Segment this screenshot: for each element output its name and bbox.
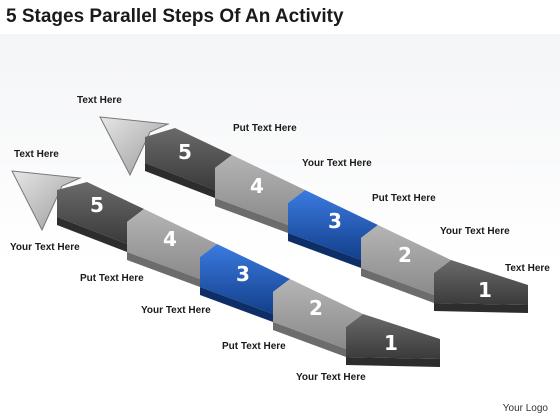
lower-stage-3: 3 <box>200 244 290 322</box>
upper-stage-5-label: Put Text Here <box>233 123 297 134</box>
lower-arrow: 5 4 3 2 1 <box>11 170 440 367</box>
diagram-svg: 5 4 3 2 1 <box>10 95 550 383</box>
lower-stage-4-number: 4 <box>163 227 177 251</box>
upper-stage-4-number: 4 <box>250 174 264 198</box>
lower-stage-1: 1 <box>346 314 440 367</box>
upper-stage-3-number: 3 <box>328 209 342 233</box>
upper-arrow-head <box>99 116 170 177</box>
lower-stage-1-number: 1 <box>384 331 398 355</box>
lower-stage-3-label: Your Text Here <box>141 305 211 316</box>
upper-stage-5: 5 <box>145 128 232 198</box>
lower-stage-5: 5 <box>57 182 144 252</box>
upper-stage-2: 2 <box>361 225 451 303</box>
logo-text: Your Logo <box>502 403 548 414</box>
lower-stage-5-label: Your Text Here <box>10 242 80 253</box>
page-title: 5 Stages Parallel Steps Of An Activity <box>6 6 344 27</box>
upper-stage-5-number: 5 <box>178 140 192 164</box>
lower-stage-4: 4 <box>127 209 217 287</box>
lower-stage-4-label: Put Text Here <box>80 273 144 284</box>
upper-stage-3-label: Put Text Here <box>372 193 436 204</box>
upper-stage-4-label: Your Text Here <box>302 158 372 169</box>
lower-stage-2: 2 <box>273 279 363 357</box>
upper-stage-1: 1 <box>434 260 528 313</box>
lower-stage-5-number: 5 <box>90 193 104 217</box>
upper-stage-2-number: 2 <box>398 243 412 267</box>
diagram-canvas: 5 4 3 2 1 <box>0 34 560 420</box>
lower-stage-1-label: Your Text Here <box>296 372 366 383</box>
upper-stage-1-number: 1 <box>478 278 492 302</box>
upper-stage-3: 3 <box>288 190 378 268</box>
upper-stage-1-label: Text Here <box>505 263 550 274</box>
lower-head-label: Text Here <box>14 149 59 160</box>
lower-stage-2-number: 2 <box>309 296 323 320</box>
upper-stage-4: 4 <box>215 155 305 233</box>
lower-arrow-head <box>11 170 82 232</box>
upper-head-label: Text Here <box>77 95 122 106</box>
lower-stage-2-label: Put Text Here <box>222 341 286 352</box>
upper-arrow: 5 4 3 2 1 <box>99 116 528 313</box>
lower-stage-3-number: 3 <box>236 262 250 286</box>
upper-stage-2-label: Your Text Here <box>440 226 510 237</box>
